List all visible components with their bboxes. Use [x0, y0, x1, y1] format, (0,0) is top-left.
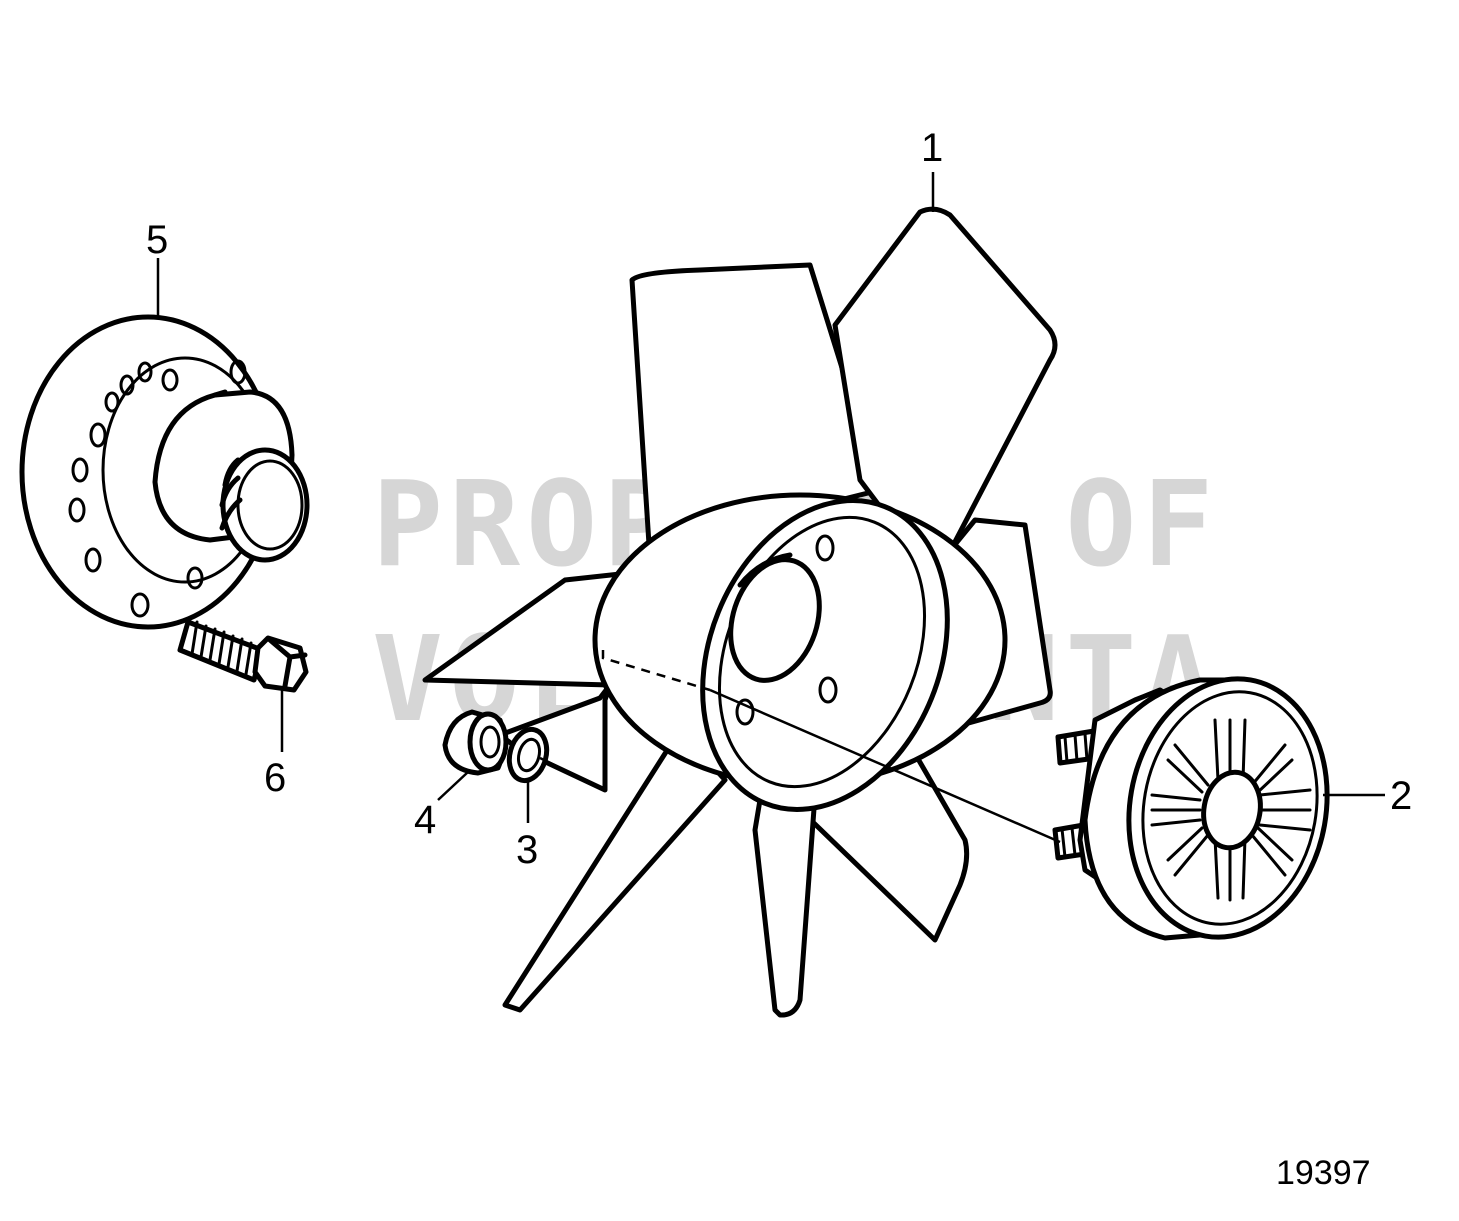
spacer-part-4 — [442, 709, 509, 776]
screw-part-6 — [177, 619, 309, 693]
callout-1: 1 — [921, 126, 944, 170]
hub-part-5 — [19, 314, 310, 630]
callout-6: 6 — [264, 756, 287, 800]
leader-lines — [156, 172, 1385, 823]
callout-2: 2 — [1390, 774, 1413, 818]
callout-5: 5 — [146, 218, 169, 262]
washer-part-3 — [506, 726, 550, 784]
leader-4 — [437, 771, 469, 801]
callout-4: 4 — [414, 798, 437, 842]
callout-3: 3 — [516, 828, 539, 872]
fan-part-1 — [422, 206, 1058, 1018]
assembly-guide-lines — [539, 650, 1061, 844]
figure-number: 19397 — [1276, 1154, 1371, 1192]
viscous-coupling-part-2 — [1052, 676, 1330, 941]
